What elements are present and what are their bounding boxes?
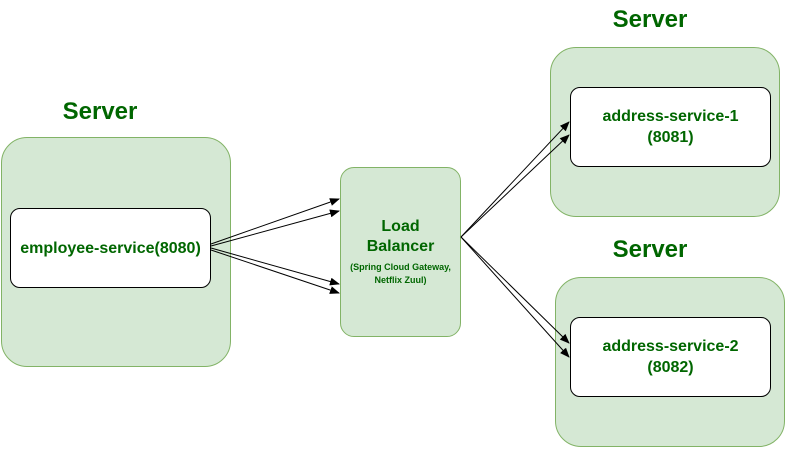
- arrow-employee-to-lb-1: [210, 198, 340, 245]
- arrow-lb-to-address2-2: [460, 236, 570, 358]
- arrow-employee-to-lb-3: [210, 247, 340, 286]
- server-label-left: Server: [62, 98, 138, 125]
- load-balancer-subtitle-line1: (Spring Cloud Gateway,: [350, 262, 451, 272]
- arrow-lb-to-address1-2: [460, 134, 570, 238]
- load-balancer-title-line2: Balancer: [366, 238, 435, 255]
- employee-service-label: employee-service(8080): [20, 239, 201, 257]
- address-service-2-port: (8082): [647, 359, 694, 376]
- address-service-1-name: address-service-1: [602, 108, 739, 125]
- arrow-employee-to-lb-2: [210, 209, 340, 247]
- load-balancer-node: Load Balancer (Spring Cloud Gateway, Net…: [340, 167, 461, 337]
- address-service-1-node: address-service-1 (8081): [570, 87, 771, 167]
- server-label-top-right: Server: [612, 6, 688, 33]
- arrow-lb-to-address2-1: [460, 236, 570, 344]
- address-service-2-node: address-service-2 (8082): [570, 317, 771, 397]
- load-balancer-subtitle-line2: Netflix Zuul): [374, 275, 427, 285]
- server-label-bottom-right: Server: [612, 236, 688, 263]
- arrow-lb-to-address1-1: [460, 121, 570, 238]
- load-balancer-title-line1: Load: [381, 218, 420, 235]
- address-service-1-port: (8081): [647, 129, 694, 146]
- address-service-2-name: address-service-2: [602, 338, 739, 355]
- arrow-employee-to-lb-4: [210, 249, 340, 294]
- employee-service-node: employee-service(8080): [10, 208, 211, 288]
